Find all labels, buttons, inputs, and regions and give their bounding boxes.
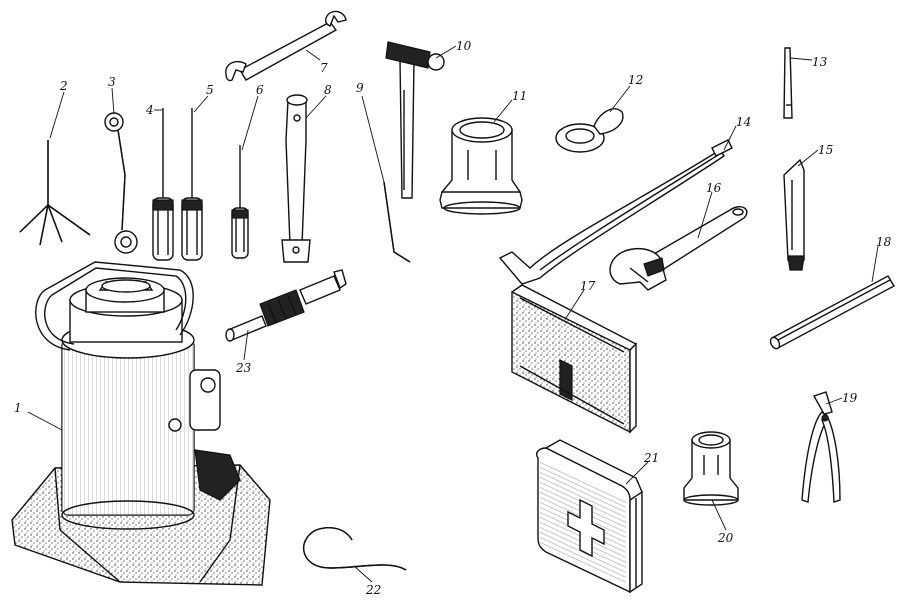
socket-20-drawing: [683, 431, 739, 506]
box-wrench-8-drawing: [281, 94, 311, 263]
adjustable-wrench-16-drawing: [609, 206, 748, 291]
label-1: 1: [14, 401, 22, 415]
label-16: 16: [706, 181, 722, 195]
label-10: 10: [456, 39, 472, 53]
open-end-wrench-7-drawing: [225, 10, 347, 82]
screwdriver-4-drawing: [152, 108, 174, 261]
hose-22-drawing: [303, 527, 407, 571]
label-23: 23: [235, 361, 252, 375]
label-22: 22: [365, 583, 381, 597]
ring-wrench-12-drawing: [555, 108, 624, 153]
label-8: 8: [324, 83, 332, 97]
leader-lines: [27, 45, 879, 583]
part-labels: 1 2 3 4 5 6 7 8 9 10 11 12 13 14 15 16 1…: [14, 39, 892, 597]
first-aid-kit-21-drawing: [536, 439, 643, 594]
punch-13-drawing: [783, 47, 793, 119]
rod-18-drawing: [769, 275, 895, 350]
label-6: 6: [256, 83, 264, 97]
tool-2-drawing: [19, 140, 91, 246]
label-5: 5: [206, 83, 214, 97]
small-screwdriver-6-drawing: [231, 145, 249, 259]
label-17: 17: [580, 279, 596, 293]
label-12: 12: [628, 73, 643, 87]
tool-bag-17-drawing: [511, 284, 638, 434]
label-15: 15: [818, 143, 833, 157]
hydraulic-jack-drawing: [11, 261, 271, 586]
pliers-19-drawing: [801, 391, 841, 503]
label-4: 4: [145, 103, 154, 117]
label-18: 18: [876, 235, 892, 249]
label-14: 14: [736, 115, 751, 129]
label-13: 13: [812, 55, 828, 69]
label-11: 11: [512, 89, 527, 103]
socket-11-drawing: [439, 117, 523, 215]
hex-key-9-drawing: [383, 181, 411, 263]
label-21: 21: [643, 451, 659, 465]
label-7: 7: [320, 61, 328, 75]
screwdriver-5-drawing: [181, 108, 203, 261]
label-20: 20: [717, 531, 734, 545]
tool-23-drawing: [225, 269, 347, 342]
label-9: 9: [356, 81, 364, 95]
label-3: 3: [108, 75, 116, 89]
label-2: 2: [59, 79, 68, 93]
chisel-15-drawing: [783, 158, 805, 271]
hammer-10-drawing: [385, 41, 445, 199]
label-19: 19: [842, 391, 858, 405]
tool-3-drawing: [104, 112, 138, 254]
